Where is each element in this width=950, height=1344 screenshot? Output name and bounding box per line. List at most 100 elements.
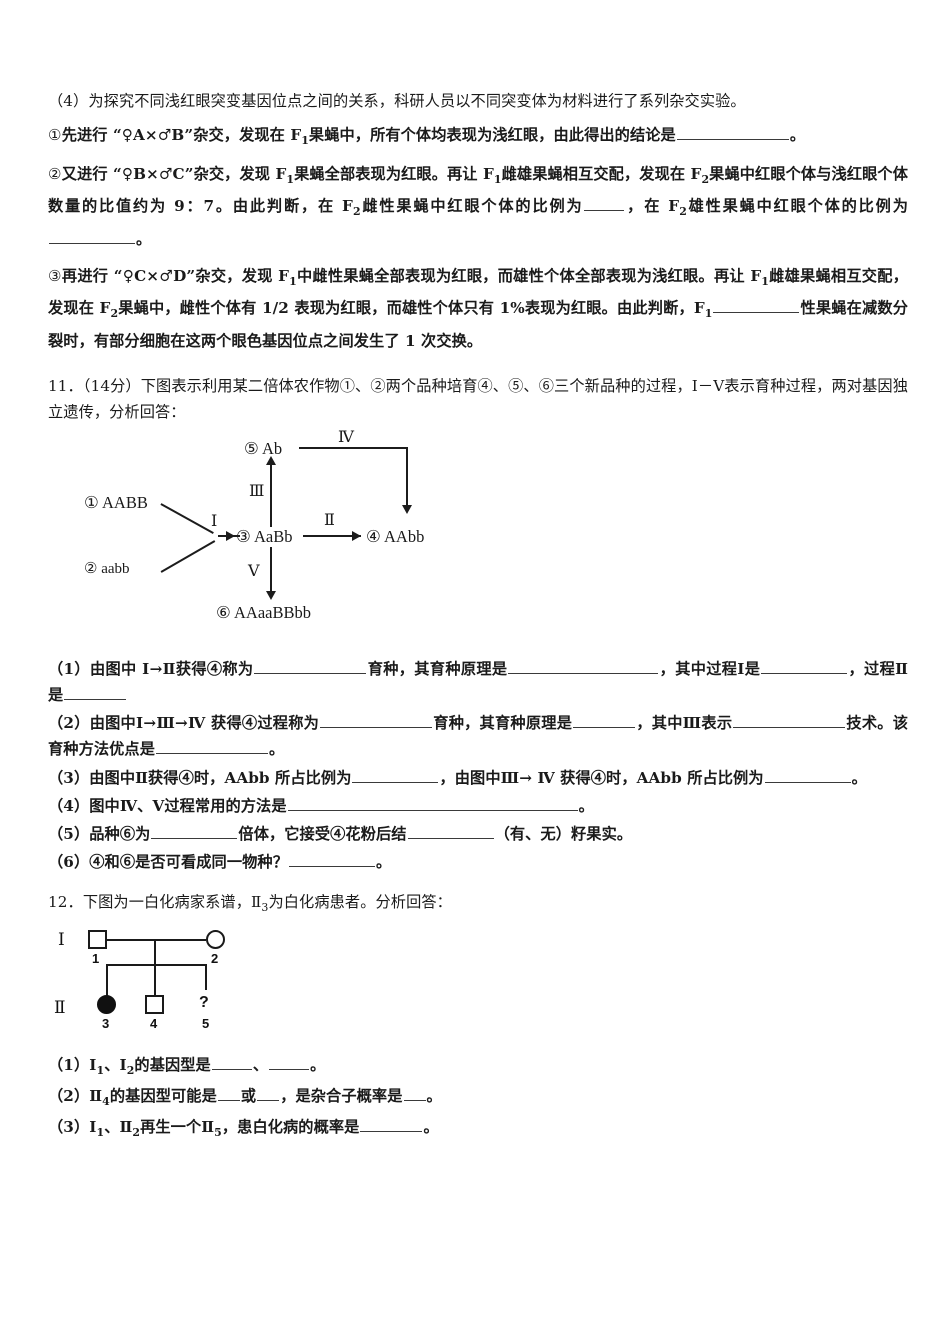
pedigree-individual-II-3[interactable] — [97, 994, 116, 1014]
diagram-label-IV: Ⅳ — [338, 429, 354, 446]
q12-number: 12． — [48, 893, 83, 912]
q11-sub1-blank-3[interactable] — [761, 658, 848, 674]
q12-sub2-seg5: 。 — [426, 1086, 442, 1105]
q11-sub5-blank-1[interactable] — [151, 823, 238, 839]
q11-sub6-marker: （6） — [48, 852, 90, 871]
pedigree-individual-I-1[interactable] — [88, 929, 107, 949]
q11-sub6-seg2: 。 — [376, 852, 392, 871]
q11-sub3-seg3: 。 — [851, 768, 867, 787]
q12-sub3-sub-c: 5 — [214, 1125, 222, 1139]
q10-item2-blank-1[interactable] — [584, 195, 625, 212]
diagram-label-V: Ⅴ — [248, 563, 260, 580]
q12-sub3-blank-1[interactable] — [360, 1115, 423, 1132]
q10-item1-seg1: 先进行 “♀A×♂B”杂交，发现在 F — [61, 126, 302, 145]
q10-item2-seg4: 果蝇中红眼个体与浅红眼个体数量的比值约为 9：7。由此判断，在 F — [48, 164, 908, 216]
q10-item3-sub2: 1 — [761, 274, 769, 288]
q11-number: 11． — [48, 376, 83, 395]
q12-sub1-blank-2[interactable] — [269, 1054, 310, 1070]
pedigree-number-II-3: 3 — [102, 1015, 110, 1031]
q10-item2-seg7: 雄性果蝇中红眼个体的比例为 — [686, 197, 908, 216]
q10-item2-seg1: 又进行 “♀B×♂C”杂交，发现 F — [61, 164, 287, 183]
diagram-node-6: ⑥ AAaaBBbb — [216, 603, 311, 622]
q12-sub2-seg4: ，是杂合子概率是 — [280, 1086, 403, 1105]
q10-item3-seg1: 再进行 “♀C×♂D”杂交，发现 F — [61, 266, 290, 285]
breeding-diagram-container: ⑤ Ab ① AABB ② aabb ③ AaBb ④ AAbb ⑥ AAaaB… — [48, 429, 908, 646]
q12-sub3-marker: （3） — [48, 1117, 90, 1136]
q11-sub1-seg1: 由图中 Ⅰ→Ⅱ获得④称为 — [89, 660, 254, 678]
diagram-label-III: Ⅲ — [249, 483, 265, 500]
q11-sub3-seg2: ，由图中Ⅲ→ Ⅳ 获得④时，AAbb 所占比例为 — [439, 768, 764, 787]
q12-sub3-seg5: 。 — [423, 1117, 439, 1136]
diagram-arrow-IV — [402, 505, 412, 514]
pedigree-individual-II-5-unknown-icon[interactable]: ? — [199, 993, 209, 1011]
q11-sub2-blank-2[interactable] — [573, 712, 636, 729]
q12-sub1: （1）Ⅰ1、Ⅰ2的基因型是、。 — [48, 1052, 908, 1081]
diagram-arrow-V — [266, 591, 276, 600]
q11-sub1-blank-2[interactable] — [508, 658, 659, 674]
q11-sub4: （4）图中Ⅳ、Ⅴ过程常用的方法是。 — [48, 793, 908, 819]
q10-item2-marker: ② — [48, 164, 62, 183]
diagram-edge-V — [270, 547, 272, 597]
q11-sub3: （3）由图中Ⅱ获得④时，AAbb 所占比例为，由图中Ⅲ→ Ⅳ 获得④时，AAbb… — [48, 765, 908, 791]
q10-item1-sub1: 1 — [301, 134, 309, 148]
q11-sub2-blank-1[interactable] — [320, 712, 433, 729]
diagram-edge-IV-vertical — [406, 447, 408, 509]
q11-sub5-blank-2[interactable] — [407, 823, 494, 839]
q11-sub6: （6）④和⑥是否可看成同一物种？。 — [48, 849, 908, 875]
pedigree-number-II-5: 5 — [202, 1015, 210, 1031]
q10-item3-seg3: 雌雄果蝇相互交配，发现在 F — [48, 266, 908, 318]
diagram-arrow-II — [352, 531, 361, 541]
q12-sub2-seg2: 的基因型可能是 — [109, 1086, 217, 1105]
pedigree-individual-I-2[interactable] — [206, 929, 225, 949]
q11-sub1-blank-4[interactable] — [64, 684, 127, 701]
q11-sub2-blank-3[interactable] — [733, 712, 846, 729]
diagram-node-2: ② aabb — [84, 561, 130, 577]
q11-sub5-seg2: 倍体，它接受④花粉后结 — [238, 824, 407, 843]
diagram-arrow-III — [266, 456, 276, 465]
q12-sub1-seg2: 、Ⅰ — [104, 1055, 127, 1074]
q12-sub1-seg3: 的基因型是 — [134, 1055, 211, 1074]
q12-sub2-blank-2[interactable] — [257, 1085, 280, 1101]
q11-sub4-seg1: 图中Ⅳ、Ⅴ过程常用的方法是 — [89, 796, 287, 815]
q10-item1-seg2: 果蝇中，所有个体均表现为浅红眼，由此得出的结论是 — [308, 126, 676, 145]
q11-sub5-marker: （5） — [48, 824, 90, 843]
q11-sub3-blank-2[interactable] — [764, 766, 851, 783]
q11-sub3-blank-1[interactable] — [352, 766, 439, 783]
q11-sub1: （1）由图中 Ⅰ→Ⅱ获得④称为育种，其育种原理是，其中过程Ⅰ是，过程Ⅱ是 — [48, 656, 908, 708]
q11-sub1-seg3: ，其中过程Ⅰ是 — [659, 660, 761, 678]
diagram-label-II: Ⅱ — [324, 512, 335, 529]
diagram-edge-2-to-junction — [160, 540, 216, 573]
q11-sub3-seg1: 由图中Ⅱ获得④时，AAbb 所占比例为 — [89, 768, 352, 787]
q11-sub1-blank-1[interactable] — [254, 658, 367, 674]
q11-sub6-blank-1[interactable] — [289, 851, 375, 867]
q12-stem-part1: 下图为一白化病家系谱，Ⅱ — [82, 893, 262, 912]
q12-sub3-seg2: 、Ⅱ — [104, 1117, 133, 1136]
diagram-edge-II — [303, 535, 361, 537]
q10-item2-blank-2[interactable] — [49, 227, 135, 244]
q10-item2-sub5: 2 — [679, 205, 687, 219]
q10-item1-marker: ① — [48, 126, 62, 145]
q12-sub3-seg4: ，患白化病的概率是 — [221, 1117, 360, 1136]
q11-sub4-blank-1[interactable] — [287, 795, 578, 811]
pedigree-generation-label-1: Ⅰ — [58, 929, 65, 949]
q12-sub2-blank-3[interactable] — [403, 1085, 426, 1101]
q12-stem-sub: 3 — [261, 901, 269, 915]
q12-sub1-blank-1[interactable] — [211, 1054, 252, 1070]
pedigree-number-I-2: 2 — [211, 950, 219, 966]
pedigree-individual-II-4[interactable] — [145, 994, 164, 1014]
q11-sub5-seg1: 品种⑥为 — [89, 824, 151, 843]
pedigree-drop-line-4 — [154, 963, 156, 996]
q12-stem-part2: 为白化病患者。分析回答： — [268, 893, 452, 912]
q10-item2-seg6: ，在 F — [625, 197, 680, 216]
q10-item3-marker: ③ — [48, 266, 62, 285]
q10-item1-blank-1[interactable] — [676, 124, 789, 141]
q12-sub3-sub-b: 2 — [132, 1125, 141, 1139]
pedigree-drop-line-5 — [205, 963, 207, 990]
q10-item3-blank-1[interactable] — [713, 297, 800, 314]
q12-sub3-sub-a: 1 — [96, 1125, 105, 1139]
q12-sub2-blank-1[interactable] — [217, 1085, 240, 1101]
q10-item2-sub2: 1 — [493, 172, 502, 186]
q10-item3-seg2: 中雌性果蝇全部表现为红眼，而雄性个体全部表现为浅红眼。再让 F — [296, 266, 762, 285]
diagram-edge-1-to-junction — [160, 503, 214, 534]
q11-sub2-blank-4[interactable] — [156, 738, 269, 755]
